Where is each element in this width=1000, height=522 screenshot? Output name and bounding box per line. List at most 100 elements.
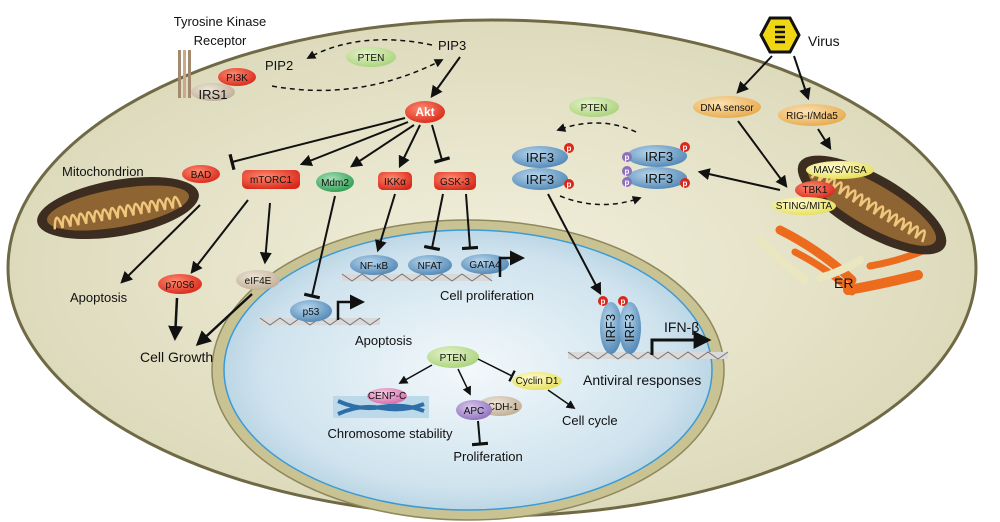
gata4-label: GATA4 (469, 260, 501, 271)
apc-label: APC (464, 406, 485, 417)
gata4-node (461, 254, 509, 274)
dna-strand-irf3 (567, 351, 729, 360)
phospho-right-3 (622, 177, 632, 187)
arrow-cyclind1-cellcycle (547, 389, 576, 410)
dna-sensor-node (693, 96, 761, 118)
receptor-label-line1: Tyrosine Kinase (174, 14, 267, 29)
irf3-left-bottom (512, 168, 568, 190)
apoptosis-left-label: Apoptosis (70, 290, 128, 305)
inhibit-akt-bad (228, 117, 406, 171)
promoter-arrow-upper (498, 250, 525, 277)
arrow-irf3-dimerize (559, 195, 642, 206)
irf3-nuclear-a (600, 302, 622, 354)
cyclind1-label: Cyclin D1 (516, 376, 559, 387)
er-label: ER (834, 275, 853, 291)
akt-node (405, 101, 445, 123)
arrow-irf3-to-nucleus (547, 193, 602, 296)
arrow-mtorc1-p70s6 (190, 199, 249, 274)
arrow-bad-apoptosis (120, 204, 201, 284)
arrow-eif4e-growth (195, 293, 253, 347)
arrow-pten-cenpc (398, 364, 433, 384)
cenpc-node (367, 388, 407, 404)
p53-label: p53 (303, 307, 320, 318)
phospho-right-3-label: p (625, 178, 630, 187)
irf3-right-top (627, 145, 687, 167)
irf3-right-bottom-label: IRF3 (645, 171, 673, 186)
phospho-nuc-2 (618, 296, 628, 306)
dna-sensor-label: DNA sensor (700, 103, 754, 114)
apoptosis-nucleus-label: Apoptosis (355, 333, 413, 348)
arrow-p70s6-growth (168, 297, 184, 341)
phospho-nuc-1 (598, 296, 608, 306)
irf3-nuclear-b-label: IRF3 (622, 314, 637, 342)
ifnb-label: IFN-β (664, 319, 699, 335)
eif4e-node (236, 270, 280, 290)
arrow-tbk1-irf3 (697, 168, 781, 191)
virus-icon (759, 16, 801, 54)
nfkb-label: NF-κB (360, 261, 389, 272)
promoter-arrow-ifnb (650, 331, 712, 355)
mitochondrion-label: Mitochondrion (62, 164, 144, 179)
irf3-left-bottom-label: IRF3 (526, 172, 554, 187)
promoter-arrow-p53 (336, 294, 365, 320)
sting-node (772, 197, 836, 215)
irf3-right-bottom (627, 167, 687, 189)
phospho-nuc-1-label: p (601, 297, 606, 306)
mtorc1-node (242, 170, 300, 189)
gsk3-label: GSK-3 (440, 177, 470, 188)
irf3-right-top-label: IRF3 (645, 149, 673, 164)
p70s6-label: p70S6 (166, 280, 195, 291)
p70s6-node (158, 274, 202, 294)
cdh1-label: CDH-1 (488, 402, 519, 413)
irs1-label: IRS1 (199, 87, 228, 102)
endoplasmic-reticulum (756, 225, 934, 296)
pten-irf-node (569, 97, 619, 117)
nfat-label: NFAT (418, 261, 443, 272)
ikka-node (378, 172, 412, 190)
arrow-akt-ikka (398, 124, 421, 169)
arrow-pip3-to-pip2 (306, 39, 433, 59)
eif4e-label: eIF4E (245, 276, 272, 287)
phospho-right-5 (680, 178, 690, 188)
receptor-label-line2: Receptor (194, 33, 247, 48)
inhibit-gsk3-nfat (423, 193, 444, 252)
arrow-pip3-to-akt (430, 56, 461, 98)
pten-nucleus-label: PTEN (440, 353, 467, 364)
phospho-right-1-label: p (625, 153, 630, 162)
proliferation-label: Proliferation (453, 449, 522, 464)
phospho-right-2-label: p (625, 167, 630, 176)
arrow-mtorc1-eif4e (259, 202, 272, 265)
mavs-label: MAVS/VISA (813, 165, 866, 176)
inhibit-akt-gsk3 (431, 124, 451, 164)
akt-label: Akt (415, 105, 434, 119)
virus-label: Virus (808, 33, 840, 49)
sting-label: STING/MITA (776, 201, 833, 212)
tyrosine-kinase-receptor (178, 50, 191, 98)
antiviral-label: Antiviral responses (583, 372, 701, 388)
phospho-nuc-2-label: p (621, 297, 626, 306)
dna-strand-upper (341, 273, 493, 282)
inhibit-apc-proliferation (471, 420, 489, 447)
pip2-label: PIP2 (265, 58, 293, 73)
mdm2-node (316, 172, 354, 192)
arrow-pip2-to-pip3 (271, 59, 444, 92)
nfkb-node (350, 255, 398, 275)
phospho-left-bottom (564, 179, 574, 189)
arrow-virus-dnasensor (736, 55, 773, 94)
pten-nucleus-node (427, 346, 479, 368)
bad-node (182, 165, 220, 183)
nucleus (223, 229, 713, 511)
inhibit-gsk3-gata4 (461, 193, 479, 251)
mtorc1-label: mTORC1 (250, 175, 292, 186)
ikka-label: IKKα (384, 177, 406, 188)
inhibit-mdm2-p53 (303, 195, 336, 300)
mavs-node (806, 161, 874, 179)
arrow-akt-mtorc1 (299, 121, 409, 167)
pi3k-label: PI3K (226, 73, 248, 84)
phospho-right-4 (680, 142, 690, 152)
cenpc-label: CENP-C (368, 391, 406, 402)
irf3-nuclear-b (619, 302, 641, 354)
arrow-pten-dephospho (556, 122, 637, 133)
